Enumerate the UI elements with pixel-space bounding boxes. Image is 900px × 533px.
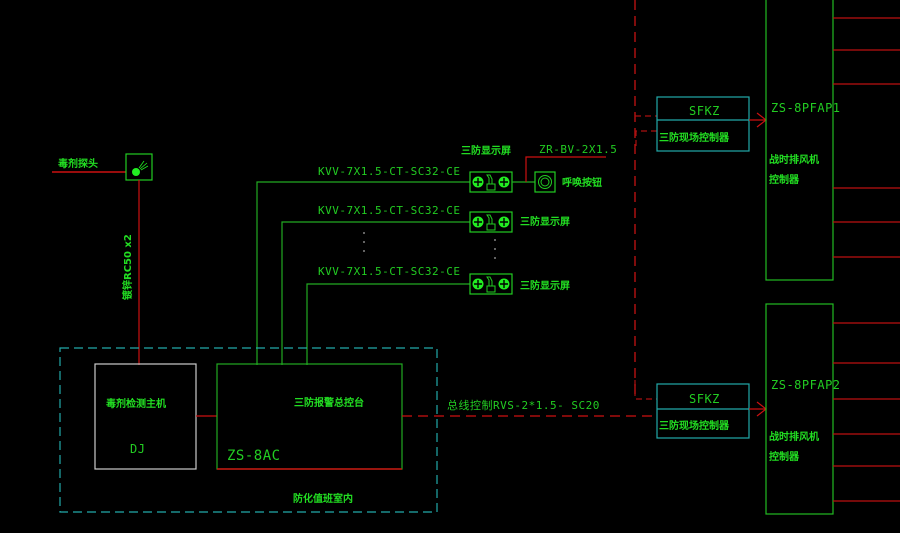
cable-label-1: KVV-7X1.5-CT-SC32-CE <box>318 165 460 178</box>
sensor-label: 毒剂探头 <box>58 157 98 170</box>
fan-icon <box>472 176 484 188</box>
display-label-1: 三防显示屏 <box>461 144 511 157</box>
fan-icon <box>472 278 484 290</box>
buzzer-cable-line <box>525 156 606 182</box>
fan-output-lines <box>833 17 900 502</box>
fan-icon <box>498 216 510 228</box>
fan-controller-1[interactable]: ZS-8PFAP1 战时排风机 控制器 <box>765 0 841 281</box>
fan-controller-label-line2: 控制器 <box>769 450 800 463</box>
call-button-label: 呼唤按钮 <box>562 176 602 189</box>
fan-controller-code: ZS-8PFAP1 <box>771 101 841 115</box>
fan-controller-2[interactable]: ZS-8PFAP2 战时排风机 控制器 <box>765 303 841 515</box>
control-panel-title: 三防报警总控台 <box>294 396 364 409</box>
field-controller-2[interactable]: SFKZ 三防现场控制器 <box>656 383 750 439</box>
detector-host-code: DJ <box>130 442 145 456</box>
field-controller-code: SFKZ <box>689 104 720 118</box>
buzzer-group: ZR-BV-2X1.5 呼唤按钮 <box>512 143 617 193</box>
display-panel-2[interactable] <box>469 211 513 233</box>
lever-icon <box>486 214 496 231</box>
bell-icon <box>538 175 552 189</box>
ellipsis-dots-left <box>363 232 365 252</box>
cable-label-2: KVV-7X1.5-CT-SC32-CE <box>318 204 460 217</box>
display-panel-box[interactable] <box>469 273 513 295</box>
fan-controller-label-line2: 控制器 <box>769 173 800 186</box>
cable-label-3: KVV-7X1.5-CT-SC32-CE <box>318 265 460 278</box>
sensor-group: 毒剂探头 镀锌RC50 x2 <box>52 153 153 365</box>
display-panel-box[interactable] <box>469 211 513 233</box>
fan-controller-code: ZS-8PFAP2 <box>771 378 841 392</box>
field-controller-label: 三防现场控制器 <box>659 131 730 144</box>
control-panel[interactable]: 三防报警总控台 ZS-8AC <box>216 363 403 470</box>
fan-icon <box>498 176 510 188</box>
control-panel-code: ZS-8AC <box>227 448 281 464</box>
field-controller-code: SFKZ <box>689 392 720 406</box>
fan-controller-label-line1: 战时排风机 <box>769 430 819 443</box>
field-controller-box[interactable] <box>656 383 750 439</box>
detector-probe-icon <box>132 160 149 176</box>
bus-cable-label: 总线控制RVS-2*1.5- SC20 <box>447 398 600 412</box>
room-label: 防化值班室内 <box>293 492 353 505</box>
fan-controller-label-line1: 战时排风机 <box>769 153 819 166</box>
field-controller-1[interactable]: SFKZ 三防现场控制器 <box>656 96 750 152</box>
display-panel-3[interactable] <box>469 273 513 295</box>
fan-icon <box>472 216 484 228</box>
ellipsis-dots-right <box>494 239 496 259</box>
room-boundary <box>59 347 438 513</box>
fan-icon <box>498 278 510 290</box>
riser-branch-1b <box>635 130 657 150</box>
sensor-cable-label: 镀锌RC50 x2 <box>121 234 134 300</box>
field-controller-label: 三防现场控制器 <box>659 419 730 432</box>
field-controller-box[interactable] <box>656 96 750 152</box>
cable-line-2 <box>281 221 470 365</box>
buzzer-cable-label: ZR-BV-2X1.5 <box>539 143 617 156</box>
cable-line-1 <box>256 181 470 365</box>
detector-host-title: 毒剂检测主机 <box>106 397 166 410</box>
lever-icon <box>486 276 496 293</box>
fan-controller-box[interactable] <box>765 0 834 281</box>
call-button[interactable] <box>534 171 556 193</box>
display-label-2: 三防显示屏 <box>520 215 570 228</box>
display-label-3: 三防显示屏 <box>520 279 570 292</box>
fan-controller-box[interactable] <box>765 303 834 515</box>
lever-icon <box>486 174 496 191</box>
cable-line-3 <box>306 283 470 365</box>
display-cables: KVV-7X1.5-CT-SC32-CE KVV-7X1.5-CT-SC32-C… <box>256 165 496 365</box>
riser-branch-2 <box>634 380 657 400</box>
